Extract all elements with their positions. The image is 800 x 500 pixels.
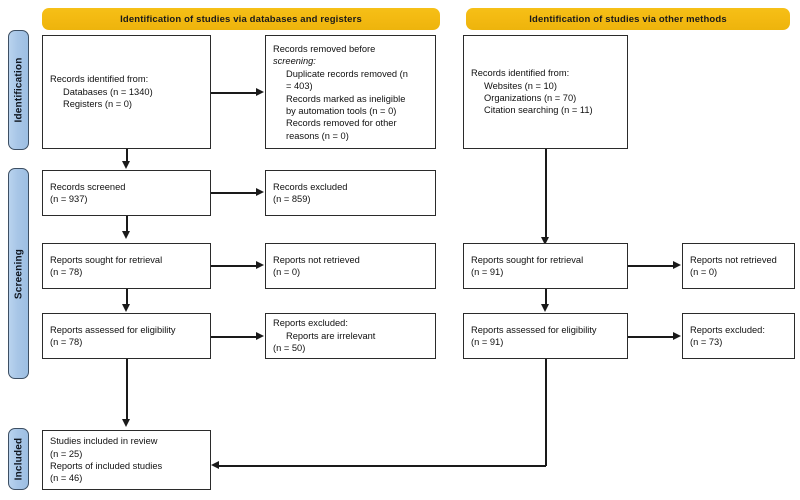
box-line: (n = 0): [273, 267, 301, 277]
box-line: (n = 78): [50, 337, 83, 347]
box-line: Organizations (n = 70): [484, 93, 577, 103]
box-line: Databases (n = 1340): [63, 86, 153, 97]
connector-other-assessed-down: [545, 359, 547, 466]
stage-pill-identification: Identification: [8, 30, 29, 150]
box-line: Records screened: [50, 181, 126, 192]
box-line: Reports not retrieved: [273, 254, 360, 265]
box-line: Records identified from:: [471, 68, 570, 79]
connector-other-sought-to-not-retrieved: [628, 265, 674, 267]
box-line: (n = 859): [273, 194, 311, 204]
box-reports-assessed-databases: Reports assessed for eligibility (n = 78…: [42, 313, 211, 359]
box-reports-not-retrieved-other: Reports not retrieved (n = 0): [682, 243, 795, 289]
box-line: Registers (n = 0): [63, 99, 132, 110]
box-reports-sought-other: Reports sought for retrieval (n = 91): [463, 243, 628, 289]
box-line: (n = 46): [50, 473, 83, 484]
arrowhead-other-sought-to-assessed: [541, 304, 549, 312]
banner-databases-registers-text: Identification of studies via databases …: [120, 13, 362, 25]
banner-other-methods-text: Identification of studies via other meth…: [529, 13, 727, 25]
box-line: (n = 73): [690, 337, 723, 347]
arrowhead-screened-to-sought: [122, 231, 130, 239]
connector-sought-to-assessed: [126, 289, 128, 306]
connector-other-sought-to-assessed: [545, 289, 547, 306]
box-records-identified-databases: Records identified from: Databases (n = …: [42, 35, 211, 149]
stage-pill-screening: Screening: [8, 168, 29, 379]
box-line: Reports sought for retrieval: [471, 254, 584, 265]
connector-assessed-to-included: [126, 359, 128, 421]
arrowhead-sought-to-assessed: [122, 304, 130, 312]
box-line: (n = 25): [50, 448, 83, 459]
stage-label-included: Included: [13, 437, 24, 481]
box-line: by automation tools (n = 0): [286, 106, 397, 117]
box-reports-assessed-other: Reports assessed for eligibility (n = 91…: [463, 313, 628, 359]
box-line: (n = 91): [471, 267, 504, 277]
arrowhead-assessed-to-excluded: [256, 332, 264, 340]
box-line: Reports are irrelevant: [286, 330, 376, 341]
arrowhead-screened-to-excluded: [256, 188, 264, 196]
box-line: Reports not retrieved: [690, 254, 777, 265]
box-records-screened: Records screened (n = 937): [42, 170, 211, 216]
arrowhead-identified-to-removed: [256, 88, 264, 96]
connector-sought-to-not-retrieved: [211, 265, 257, 267]
connector-screened-to-excluded: [211, 192, 257, 194]
arrowhead-other-identified-to-sought: [541, 237, 549, 245]
box-records-removed-before-screening: Records removed before screening: Duplic…: [265, 35, 436, 149]
box-line: Reports assessed for eligibility: [471, 324, 597, 335]
arrowhead-other-assessed-to-included: [211, 461, 219, 469]
box-line: Reports excluded:: [273, 318, 348, 329]
box-line: Citation searching (n = 11): [484, 105, 593, 116]
box-line: Records marked as ineligible: [286, 93, 406, 104]
stage-pill-included: Included: [8, 428, 29, 490]
box-line: Records identified from:: [50, 74, 149, 85]
connector-identified-to-removed: [211, 92, 257, 94]
connector-identified-to-screened: [126, 149, 128, 163]
box-line: screening:: [273, 56, 316, 67]
box-line: Reports excluded:: [690, 324, 765, 335]
arrowhead-other-assessed-to-excluded: [673, 332, 681, 340]
connector-assessed-to-excluded: [211, 336, 257, 338]
stage-label-screening: Screening: [13, 248, 24, 299]
banner-databases-registers: Identification of studies via databases …: [42, 8, 440, 30]
box-line: Duplicate records removed (n: [286, 68, 408, 79]
arrowhead-identified-to-screened: [122, 161, 130, 169]
box-line: (n = 937): [50, 194, 88, 204]
box-line: Reports assessed for eligibility: [50, 324, 176, 335]
box-line: Websites (n = 10): [484, 80, 557, 91]
box-line: reasons (n = 0): [286, 130, 349, 141]
box-line: Reports of included studies: [50, 461, 163, 471]
arrowhead-sought-to-not-retrieved: [256, 261, 264, 269]
connector-other-assessed-to-excluded: [628, 336, 674, 338]
arrowhead-assessed-to-included: [122, 419, 130, 427]
box-line: Reports sought for retrieval: [50, 254, 163, 265]
box-line: (n = 91): [471, 337, 504, 347]
box-line: (n = 78): [50, 267, 83, 277]
box-records-excluded: Records excluded (n = 859): [265, 170, 436, 216]
box-reports-not-retrieved-databases: Reports not retrieved (n = 0): [265, 243, 436, 289]
box-line: (n = 0): [690, 267, 718, 277]
box-line: (n = 50): [273, 343, 306, 354]
box-line: Studies included in review: [50, 436, 158, 447]
banner-other-methods: Identification of studies via other meth…: [466, 8, 790, 30]
box-reports-excluded-databases: Reports excluded: Reports are irrelevant…: [265, 313, 436, 359]
box-line: Records removed for other: [286, 118, 397, 129]
box-records-identified-other-methods: Records identified from: Websites (n = 1…: [463, 35, 628, 149]
arrowhead-other-sought-to-not-retrieved: [673, 261, 681, 269]
box-line: Records removed before: [273, 44, 376, 54]
connector-other-assessed-to-included: [219, 465, 546, 467]
connector-other-identified-to-sought: [545, 149, 547, 239]
box-line: Records excluded: [273, 181, 348, 192]
stage-label-identification: Identification: [13, 57, 24, 123]
connector-screened-to-sought: [126, 216, 128, 233]
box-reports-sought-databases: Reports sought for retrieval (n = 78): [42, 243, 211, 289]
box-studies-included: Studies included in review (n = 25) Repo…: [42, 430, 211, 490]
box-reports-excluded-other: Reports excluded: (n = 73): [682, 313, 795, 359]
box-line: = 403): [286, 81, 313, 92]
